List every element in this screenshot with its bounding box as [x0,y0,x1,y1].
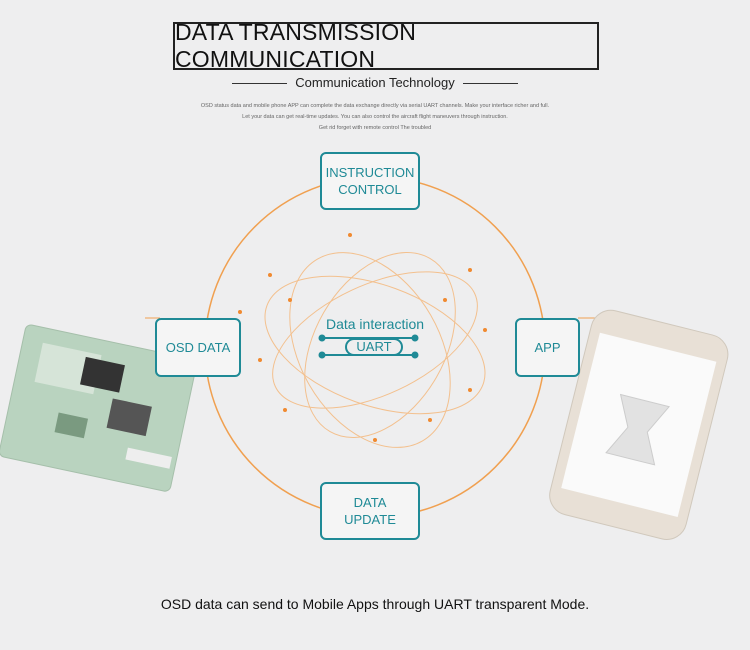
node-app: APP [515,318,580,377]
subtitle-text: Communication Technology [287,75,463,90]
description-line: Get rid forget with remote control The t… [318,125,432,131]
inner-orbit [304,252,456,438]
subtitle: Communication Technology [0,75,750,90]
caption: OSD data can send to Mobile Apps through… [160,596,590,612]
node-osd-data: OSD DATA [155,318,241,377]
uart-badge: UART [345,338,403,356]
inner-orbit [289,252,451,448]
inner-orbit [272,271,478,409]
inner-orbit [264,275,486,415]
center-label: Data interaction [325,316,425,332]
node-instruction-control: INSTRUCTION CONTROL [320,152,420,210]
page-title: DATA TRANSMISSION COMMUNICATION [173,19,599,72]
osd-board-image [0,324,197,492]
phone-image [549,309,729,540]
description-line: Let your data can get real-time updates.… [242,114,508,120]
node-data-update: DATA UPDATE [320,482,420,540]
description-line: OSD status data and mobile phone APP can… [200,103,550,109]
description: OSD status data and mobile phone APP can… [0,101,750,134]
